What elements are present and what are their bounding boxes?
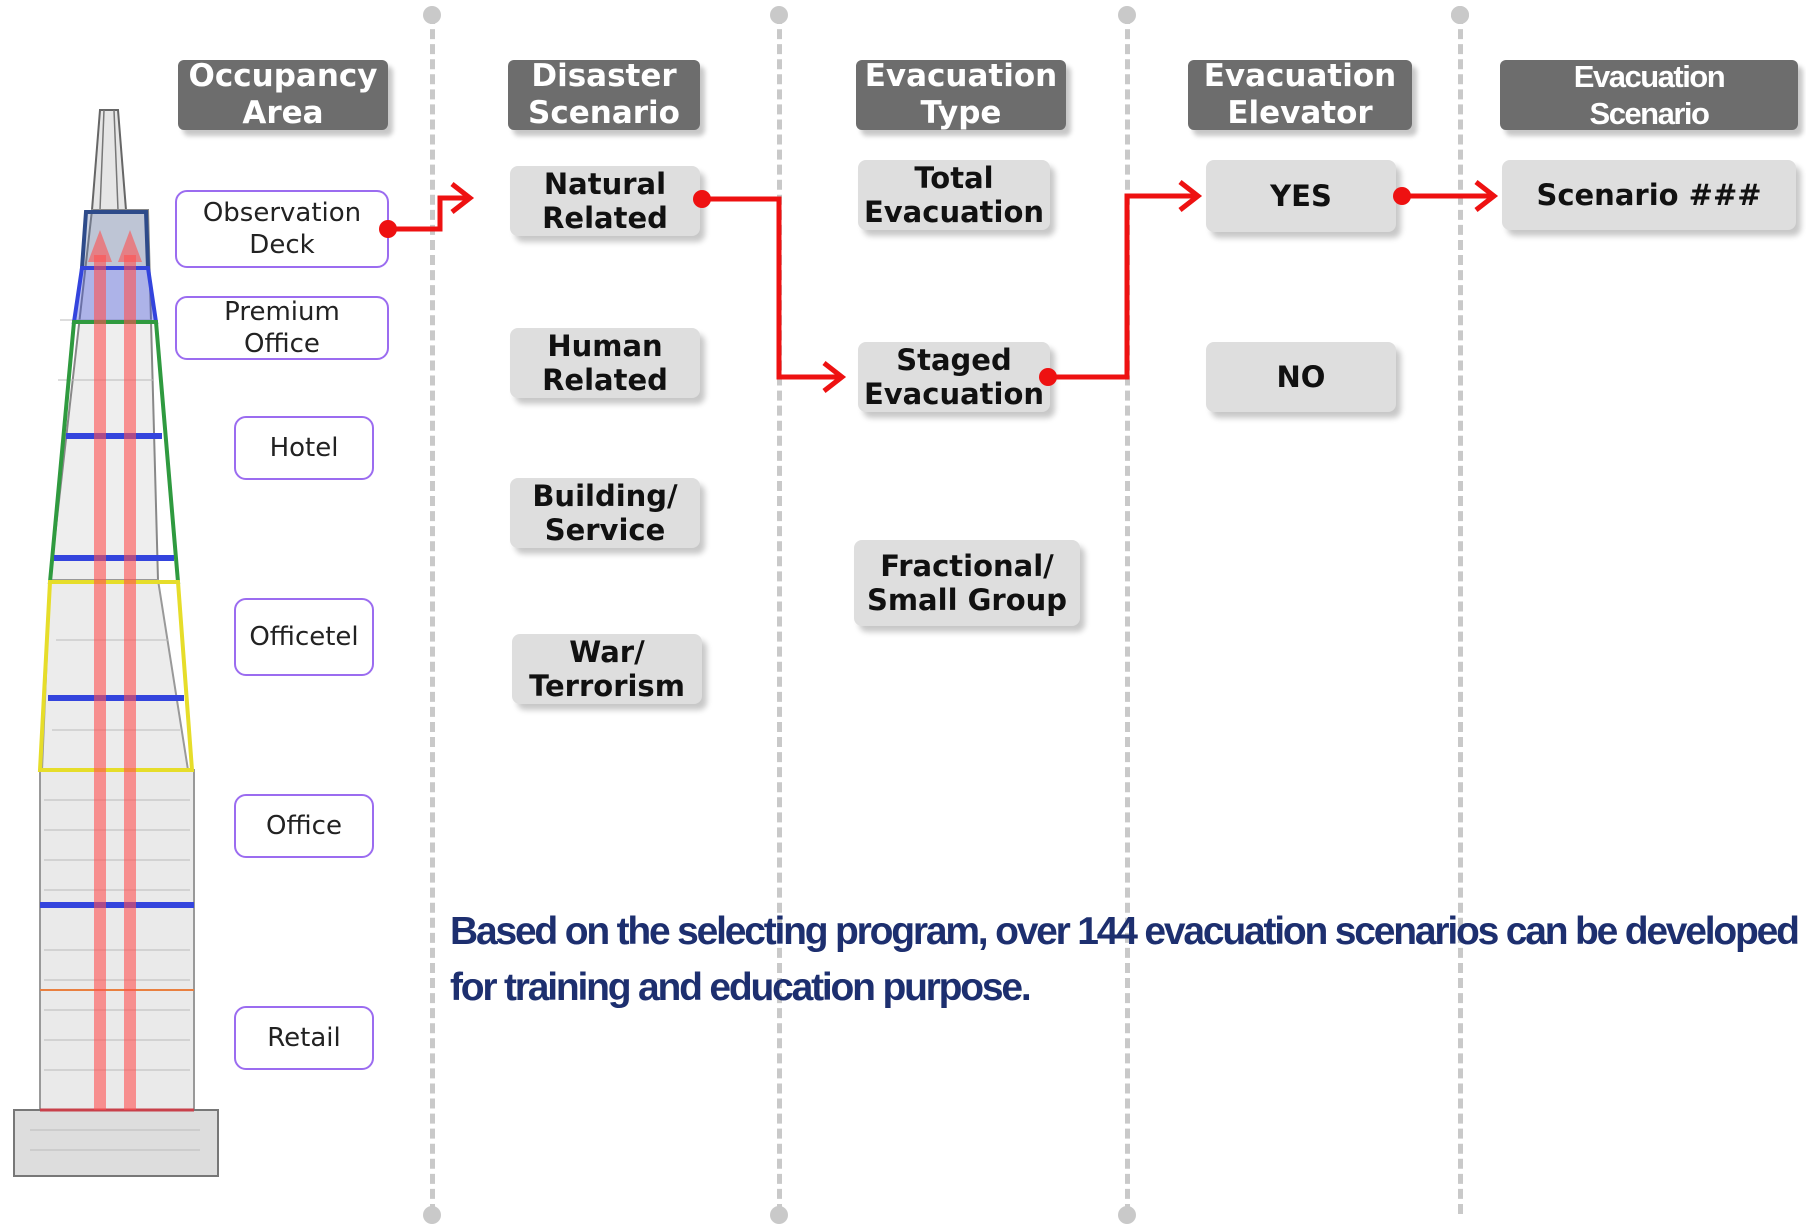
elevator-yes[interactable]: YES bbox=[1206, 160, 1396, 232]
divider-end-dot bbox=[423, 1206, 441, 1224]
scenario-result[interactable]: Scenario ### bbox=[1502, 160, 1796, 230]
occupancy-observation-deck[interactable]: Observation Deck bbox=[175, 190, 389, 268]
divider-end-dot bbox=[1118, 1206, 1136, 1224]
divider-end-dot bbox=[770, 6, 788, 24]
disaster-war-terrorism[interactable]: War/ Terrorism bbox=[512, 634, 702, 704]
path-start-dot bbox=[1039, 368, 1057, 386]
divider-end-dot bbox=[1451, 6, 1469, 24]
path-connector-1 bbox=[388, 195, 470, 232]
disaster-natural-related[interactable]: Natural Related bbox=[510, 166, 700, 236]
occupancy-hotel[interactable]: Hotel bbox=[234, 416, 374, 480]
column-divider bbox=[1458, 14, 1463, 1214]
header-evacuation-type: Evacuation Type bbox=[856, 58, 1066, 131]
occupancy-officetel[interactable]: Officetel bbox=[234, 598, 374, 676]
column-divider bbox=[1125, 14, 1130, 1214]
elevator-no[interactable]: NO bbox=[1206, 342, 1396, 412]
divider-end-dot bbox=[1118, 6, 1136, 24]
header-occupancy-area: Occupancy Area bbox=[178, 58, 388, 131]
divider-end-dot bbox=[770, 1206, 788, 1224]
header-evacuation-elevator: Evacuation Elevator bbox=[1188, 58, 1412, 131]
evac-type-total[interactable]: Total Evacuation bbox=[858, 160, 1050, 230]
disaster-human-related[interactable]: Human Related bbox=[510, 328, 700, 398]
evac-type-fractional[interactable]: Fractional/ Small Group bbox=[854, 540, 1080, 626]
path-start-dot bbox=[693, 190, 711, 208]
summary-note-line-2: for training and education purpose. bbox=[450, 966, 1032, 1009]
disaster-building-service[interactable]: Building/ Service bbox=[510, 478, 700, 548]
path-start-dot bbox=[1393, 187, 1411, 205]
occupancy-retail[interactable]: Retail bbox=[234, 1006, 374, 1070]
header-evacuation-scenario: Evacuation Scenario bbox=[1500, 59, 1798, 131]
occupancy-premium-office[interactable]: Premium Office bbox=[175, 296, 389, 360]
path-arrowhead-3 bbox=[1178, 180, 1203, 212]
path-arrowhead-4 bbox=[1474, 180, 1499, 212]
path-connector-2 bbox=[702, 196, 842, 380]
path-arrowhead-1 bbox=[450, 182, 475, 214]
summary-note-line-1: Based on the selecting program, over 144… bbox=[450, 910, 1800, 953]
summary-note: Based on the selecting program, over 144… bbox=[450, 904, 1806, 1016]
tower-illustration bbox=[13, 109, 219, 1177]
evac-type-staged[interactable]: Staged Evacuation bbox=[858, 342, 1050, 412]
elevator-shafts bbox=[88, 230, 142, 1110]
path-start-dot bbox=[379, 220, 397, 238]
column-divider bbox=[777, 14, 782, 1214]
header-disaster-scenario: Disaster Scenario bbox=[508, 58, 700, 131]
column-divider bbox=[430, 14, 435, 1214]
path-arrowhead-2 bbox=[822, 361, 847, 393]
occupancy-office[interactable]: Office bbox=[234, 794, 374, 858]
divider-end-dot bbox=[423, 6, 441, 24]
path-connector-3 bbox=[1048, 193, 1198, 380]
